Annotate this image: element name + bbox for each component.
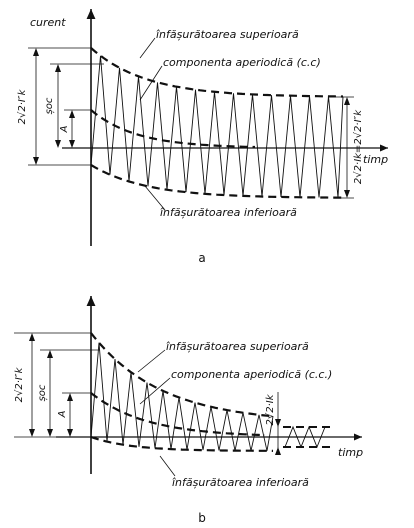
panel-a-dim-right-bottom-tip <box>344 190 350 198</box>
panel-a-dc-component <box>90 109 256 149</box>
panel-b-dim-peak-bottom-tip <box>47 429 53 437</box>
panel-b-steady-oscillation <box>284 425 326 449</box>
panel-a-dim-a-bottom-tip <box>69 140 75 148</box>
panel-a-upper-envelope-label: înfășurătoarea superioară <box>156 28 299 41</box>
panel-b-dim-amplitude-bottom-tip <box>29 429 35 437</box>
panel-a-letter: a <box>198 251 205 265</box>
panel-a-leader-dc <box>139 65 163 101</box>
panel-b-left-amplitude-label: 2√2·I″k <box>14 366 25 402</box>
panel-b-letter: b <box>198 511 206 525</box>
panel-a-leader-upper <box>139 37 156 59</box>
panel-a: curent timp înfășurătoarea superioară co… <box>17 9 388 265</box>
panel-b-upper-envelope-label: înfășurătoarea superioară <box>166 340 309 353</box>
panel-a-x-axis-label: timp <box>363 153 388 166</box>
panel-a-a-label: A <box>59 125 70 133</box>
panel-b-dim-peak-top-tip <box>47 350 53 358</box>
panel-b-dc-component-label: componenta aperiodică (c.c.) <box>171 368 332 381</box>
panel-a-upper-envelope <box>90 47 343 98</box>
panel-b-a-label: A <box>57 410 68 418</box>
panel-a-right-amplitude-label: 2√2·Ik=2√2·I″k <box>353 109 364 184</box>
panel-b-leader-dc <box>139 377 171 405</box>
panel-a-current-oscillation <box>90 55 344 198</box>
panel-a-dim-right-top-tip <box>344 97 350 105</box>
panel-b-leader-lower <box>159 455 176 477</box>
panel-a-leader-lower <box>144 185 166 211</box>
panel-b-dim-a-bottom-tip <box>67 429 73 437</box>
panel-a-dim-amplitude-bottom-tip <box>33 157 39 165</box>
panel-b-dim-a-top-tip <box>67 393 73 401</box>
panel-b-dc-component <box>90 392 266 437</box>
panel-b-lower-envelope-label: înfășurătoarea inferioară <box>172 476 309 489</box>
panel-b: timp înfășurătoarea superioară component… <box>14 296 363 525</box>
panel-b-x-axis-label: timp <box>338 446 363 459</box>
panel-a-dim-amplitude-top-tip <box>33 48 39 56</box>
panel-a-peak-label: șoc <box>44 97 55 114</box>
panel-a-lower-envelope <box>90 164 344 199</box>
panel-a-dim-peak-bottom-tip <box>55 140 61 148</box>
panel-b-upper-envelope <box>90 332 274 418</box>
panel-a-dim-peak-top-tip <box>55 64 61 72</box>
panel-b-lower-envelope <box>90 435 274 452</box>
panel-b-peak-label: șoc <box>37 384 48 401</box>
panel-b-leader-upper <box>137 349 166 373</box>
panel-a-left-amplitude-label: 2√2·I″k <box>17 88 28 124</box>
panel-a-lower-envelope-label: înfășurătoarea inferioară <box>160 206 297 219</box>
panel-b-current-oscillation <box>90 342 274 451</box>
panel-b-right-amplitude-label: 2√2·Ik <box>265 393 276 425</box>
panel-a-dim-a-top-tip <box>69 110 75 118</box>
panel-b-dim-right-bottom-tip <box>275 447 281 455</box>
panel-b-dim-amplitude-top-tip <box>29 333 35 341</box>
panel-a-y-axis-label: curent <box>30 16 66 29</box>
panel-b-dim-right-top-tip <box>275 419 281 427</box>
panel-a-dc-component-label: componenta aperiodică (c.c) <box>163 56 321 69</box>
